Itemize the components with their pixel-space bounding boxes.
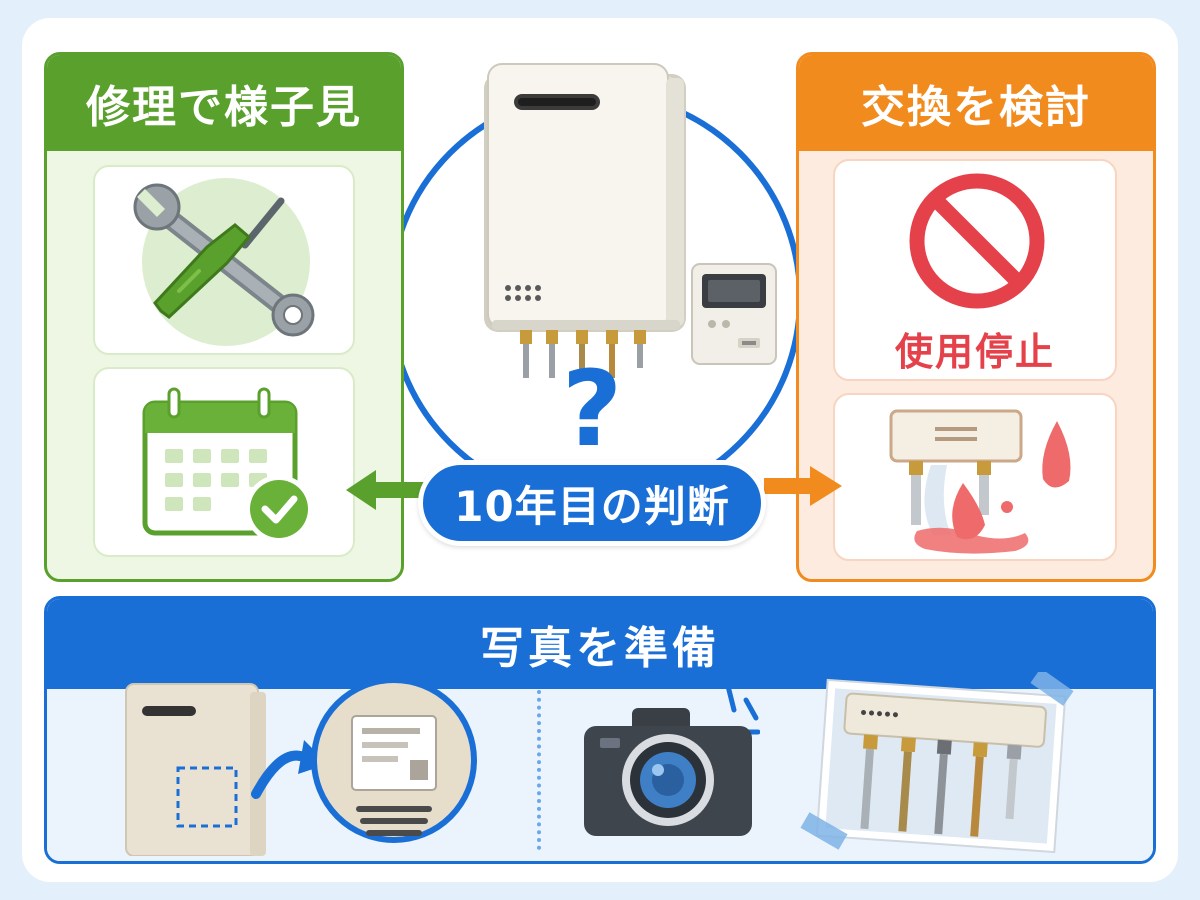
question-mark: ? [542,354,642,464]
repair-panel-title: 修理で様子見 [86,82,362,133]
replace-panel-title: 交換を検討 [861,82,1091,133]
remote-controller-icon [691,263,777,365]
prohibited-icon [909,173,1045,309]
wrench-screwdriver-icon [133,178,315,346]
nameplate-zoom-icon [125,677,477,856]
piping-photo-icon [800,672,1074,854]
arrow-left-icon [346,470,424,510]
decision-label: 10年目の判断 [454,481,730,531]
screwdriver-icon [153,197,285,319]
leak-box [833,393,1117,561]
calendar-box [93,367,355,557]
question-mark-text: ? [561,348,623,470]
photo-prep-title: 写真を準備 [480,623,720,674]
photo-prep-header: 写真を準備 [47,599,1153,689]
calendar-check-icon [142,387,313,543]
decision-badge: 10年目の判断 [418,460,766,546]
stop-use-box: 使用停止 [833,159,1117,381]
tools-box [93,165,355,355]
dotted-divider [537,690,541,850]
water-heater-icon [484,63,686,378]
arrow-right-icon [764,466,842,506]
repair-panel-header: 修理で様子見 [47,55,401,151]
water-leak-icon [889,409,1071,554]
replace-panel: 交換を検討 使用停止 [796,52,1156,582]
replace-panel-header: 交換を検討 [799,55,1153,151]
stop-use-label: 使用停止 [894,330,1055,374]
repair-panel: 修理で様子見 [44,52,404,582]
camera-icon [584,683,760,836]
